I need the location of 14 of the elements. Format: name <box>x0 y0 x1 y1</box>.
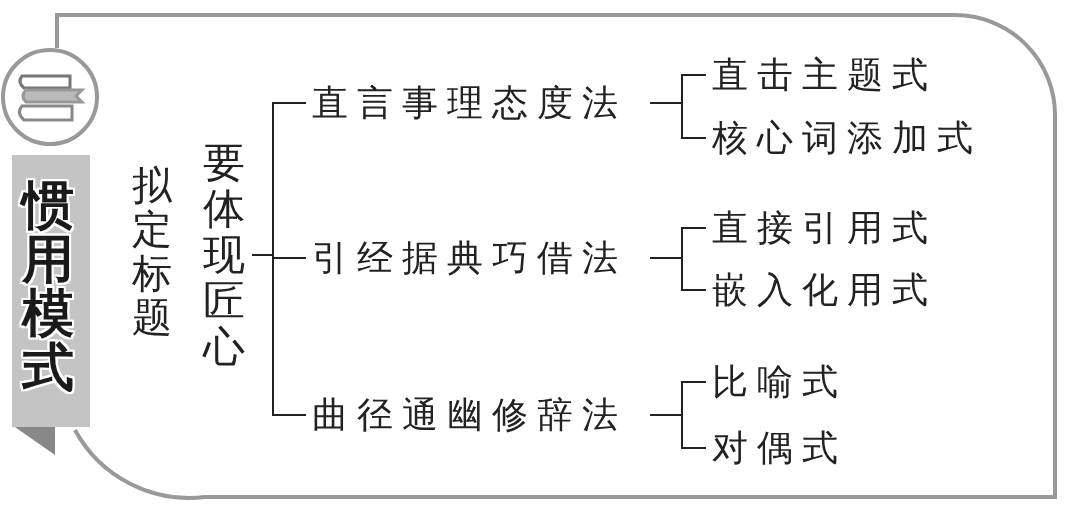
node-text: 要体现匠心 <box>203 139 245 371</box>
node-text: 嵌入化用式 <box>712 268 937 312</box>
bracket-line <box>649 102 707 139</box>
node-text: 直接引用式 <box>712 206 937 250</box>
bracket-line <box>649 414 707 449</box>
node-text: 比喻式 <box>712 360 847 404</box>
node-text: 直言事理态度法 <box>312 81 627 125</box>
node-text: 曲径通幽修辞法 <box>312 393 627 437</box>
node-text: 对偶式 <box>712 426 847 470</box>
node-text: 引经据典巧借法 <box>312 236 627 280</box>
node-text: 直击主题式 <box>712 53 937 97</box>
node-text: 核心词添加式 <box>712 116 982 160</box>
bracket-line <box>649 257 707 291</box>
side-label: 拟定标题 <box>132 163 172 339</box>
